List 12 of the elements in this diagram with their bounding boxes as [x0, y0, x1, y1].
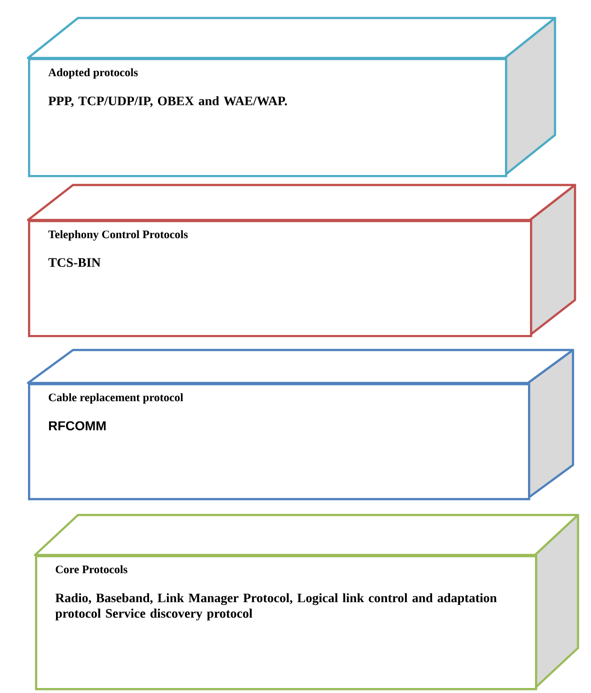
box-heading: Telephony Control Protocols — [48, 230, 188, 241]
box-heading: Cable replacement protocol — [48, 393, 184, 404]
box-text: Radio, Baseband, Link Manager Protocol, Logical link control and adaptation protocol Service discovery protocol — [55, 593, 497, 620]
box-heading: Adopted protocols — [48, 68, 138, 79]
box-text: PPP, TCP/UDP/IP, OBEX and WAE/WAP. — [48, 96, 287, 108]
box-heading: Core Protocols — [56, 565, 128, 574]
cuboid-box — [26, 348, 574, 500]
cuboid-box — [26, 184, 576, 338]
cuboid-box — [34, 514, 580, 690]
box-text: RFCOMM — [49, 421, 106, 430]
cuboid-box — [26, 16, 556, 178]
box-text: TCS-BIN — [48, 258, 101, 267]
